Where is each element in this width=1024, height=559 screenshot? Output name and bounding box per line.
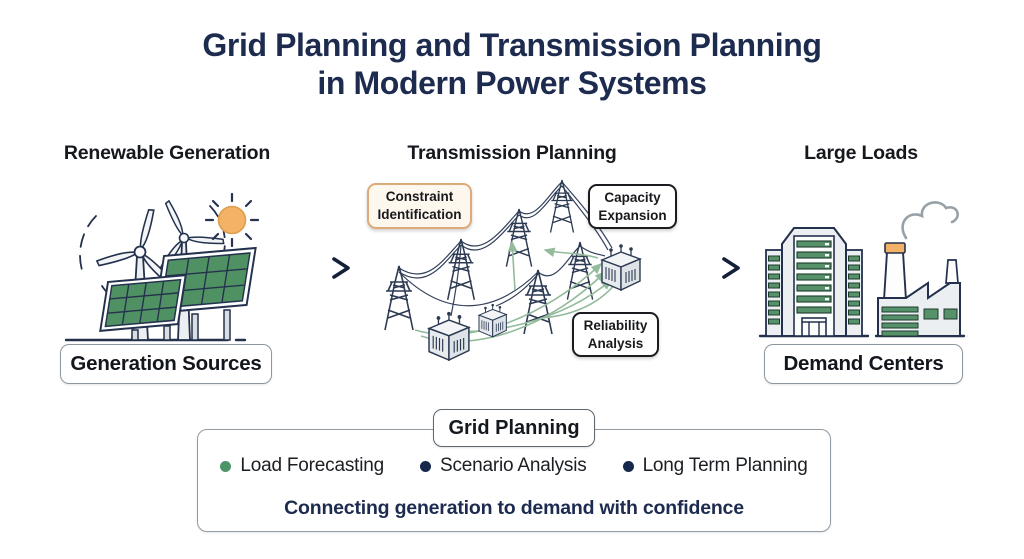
list-item-label: Scenario Analysis [439,455,587,476]
tagline: Connecting generation to demand with con… [284,497,744,519]
arrow-right-icon [286,257,350,279]
list-item: Load Forecasting [220,455,384,477]
list-item-label: Long Term Planning [642,455,808,476]
demand-centers-label: Demand Centers [764,344,963,384]
page-title-line2: in Modern Power Systems [317,65,707,101]
grid-planning-items: Load Forecasting Scenario Analysis Long … [198,455,830,477]
generation-sources-label: Generation Sources [60,344,272,384]
bullet-dot-icon [622,460,634,472]
transmission-heading: Transmission Planning [407,142,617,164]
list-item-label: Load Forecasting [240,455,384,476]
list-item: Scenario Analysis [419,455,587,477]
solar-panel-icon [99,274,187,341]
smoke-icon [901,201,959,240]
page-title: Grid Planning and Transmission Planning … [0,26,1024,102]
page-title-line1: Grid Planning and Transmission Planning [202,27,822,63]
constraint-identification-tag: Constraint Identification [367,183,472,229]
grid-planning-panel: Grid Planning Load Forecasting Scenario … [197,409,831,532]
loads-heading: Large Loads [804,142,918,164]
reliability-analysis-tag: Reliability Analysis [572,312,659,357]
office-building-icon [765,227,863,337]
buildings-icon [758,201,968,338]
sun-icon [204,192,260,248]
renewable-heading: Renewable Generation [63,142,271,164]
bullet-dot-icon [220,460,232,472]
arrow-right-icon [684,257,740,279]
wind-solar-icon [64,192,260,342]
bullet-dot-icon [419,460,431,472]
transmission-network-graphic [384,179,641,361]
factory-icon [877,201,961,337]
grid-planning-title: Grid Planning [433,409,595,447]
list-item: Long Term Planning [622,455,808,477]
capacity-expansion-tag: Capacity Expansion [588,184,677,229]
